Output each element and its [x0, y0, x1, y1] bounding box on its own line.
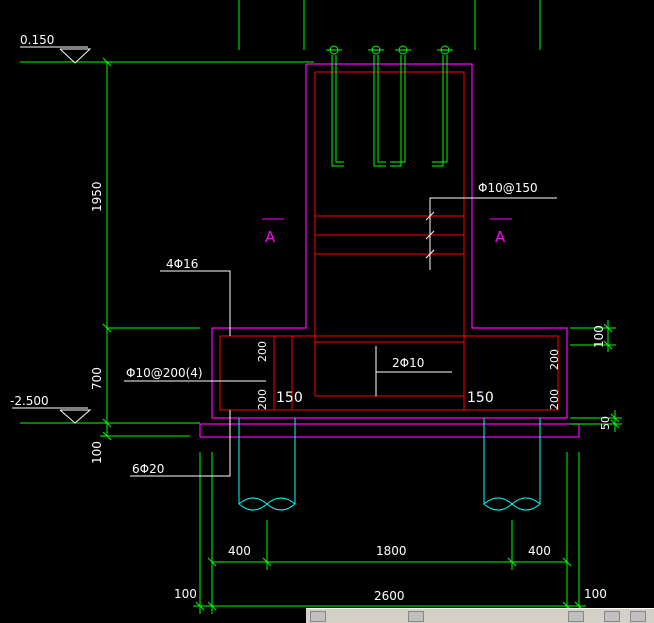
dim-cap-height: 700 [90, 367, 104, 390]
rebar-cap-stirrups: Φ10@200(4) [126, 366, 203, 380]
dim-pile-spacing: 1800 [376, 544, 407, 558]
dim-cover-top: 200 [256, 341, 269, 362]
dim-cover-bottom: 200 [256, 389, 269, 410]
elevation-marker-top [20, 46, 92, 64]
dim-top-cover: 100 [592, 325, 606, 348]
dim-cover-right-top: 200 [548, 349, 561, 370]
anchor-bolts [326, 45, 453, 167]
layout-icon[interactable] [310, 611, 326, 622]
dim-cushion: 100 [90, 441, 104, 464]
rebar-lines [219, 71, 559, 411]
elevation-top-label: 0.150 [20, 33, 54, 47]
up-icon[interactable] [604, 611, 620, 622]
dim-cover-right-bottom: 200 [548, 389, 561, 410]
piles [238, 418, 541, 511]
column-stub-lines [238, 0, 541, 50]
rebar-stirrup-pedestal: Φ10@150 [478, 181, 538, 195]
labels: 0.150 -2.500 1950 700 100 100 50 200 200… [10, 33, 612, 603]
dim-pile-edge-right: 400 [528, 544, 551, 558]
dim-bottom-cover: 50 [599, 416, 612, 430]
dim-inner-left: 150 [276, 390, 303, 406]
dim-pedestal-height: 1950 [90, 181, 104, 212]
dim-outer-left: 100 [174, 587, 197, 601]
status-toolbar [306, 608, 654, 623]
pan-icon[interactable] [568, 611, 584, 622]
section-mark-right-label: A [495, 228, 506, 246]
elevation-marker-bottom [12, 407, 92, 424]
dim-outer-right: 100 [584, 587, 607, 601]
dim-pile-edge-left: 400 [228, 544, 251, 558]
dim-overall-width: 2600 [374, 589, 405, 603]
rebar-cap-bottom: 6Φ20 [132, 462, 164, 476]
window-icon[interactable] [408, 611, 424, 622]
dimension-lines [20, 57, 622, 614]
concrete-outline [199, 63, 580, 438]
rebar-cap-middle: 2Φ10 [392, 356, 424, 370]
section-mark-left-label: A [265, 228, 276, 246]
leader-lines [124, 197, 557, 477]
section-mark-left: A [262, 218, 284, 246]
zoom-icon[interactable] [630, 611, 646, 622]
dim-inner-right: 150 [467, 390, 494, 406]
section-mark-right: A [490, 218, 512, 246]
rebar-longitudinal-pedestal: 4Φ16 [166, 257, 198, 271]
elevation-bottom-label: -2.500 [10, 394, 49, 408]
